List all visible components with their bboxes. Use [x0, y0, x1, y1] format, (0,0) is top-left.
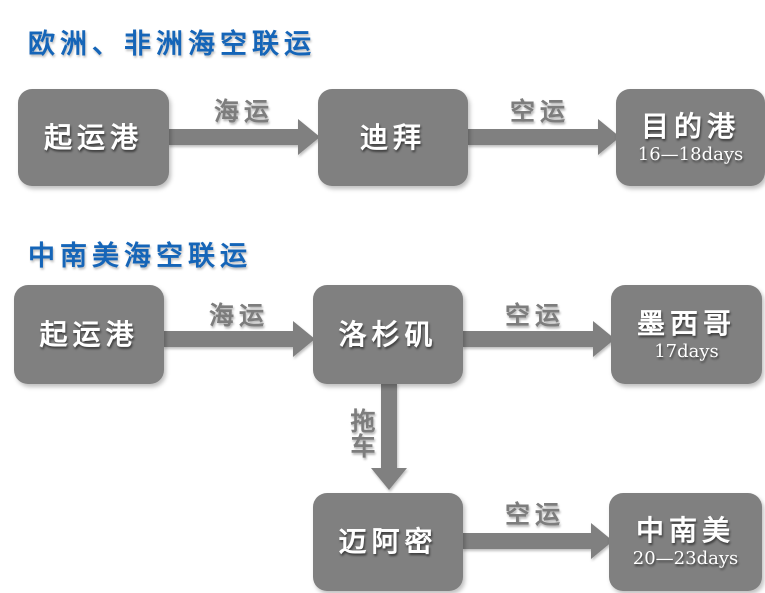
label-air-freight-3: 空运 — [505, 500, 566, 529]
arrow-air-3 — [462, 523, 613, 559]
transit-days: 17days — [654, 340, 719, 362]
node-origin-port-2: 起运港 — [14, 285, 164, 384]
label-sea-freight-2: 海运 — [209, 301, 270, 330]
node-los-angeles: 洛杉矶 — [313, 285, 463, 384]
label-air-freight-2: 空运 — [505, 301, 566, 330]
transit-days: 20—23days — [632, 548, 739, 569]
node-label: 起运港 — [39, 317, 139, 351]
node-dubai: 迪拜 — [318, 89, 468, 186]
node-miami: 迈阿密 — [313, 493, 463, 591]
node-origin-port-1: 起运港 — [18, 89, 169, 186]
transit-days: 16—18days — [637, 143, 744, 165]
label-truck: 拖车 — [347, 408, 376, 458]
node-label: 目的港 — [640, 109, 740, 143]
node-label: 墨西哥 — [636, 306, 736, 340]
label-air-freight-1: 空运 — [510, 97, 571, 126]
node-label: 中南美 — [635, 514, 735, 547]
section-title-central-south-america: 中南美海空联运 — [28, 241, 252, 272]
node-destination-port: 目的港 16—18days — [616, 89, 765, 186]
node-label: 迪拜 — [359, 120, 426, 154]
node-label: 迈阿密 — [338, 525, 438, 558]
arrow-sea-2 — [163, 321, 315, 357]
arrow-air-2 — [462, 321, 615, 357]
arrow-air-1 — [467, 119, 620, 155]
node-label: 洛杉矶 — [338, 317, 438, 351]
node-central-south-america: 中南美 20—23days — [609, 493, 762, 591]
section-title-europe-africa: 欧洲、非洲海空联运 — [28, 29, 316, 60]
node-mexico: 墨西哥 17days — [611, 285, 762, 384]
node-label: 起运港 — [43, 120, 143, 154]
arrow-truck — [371, 383, 407, 490]
arrow-sea-1 — [168, 119, 320, 155]
label-sea-freight-1: 海运 — [214, 97, 275, 126]
